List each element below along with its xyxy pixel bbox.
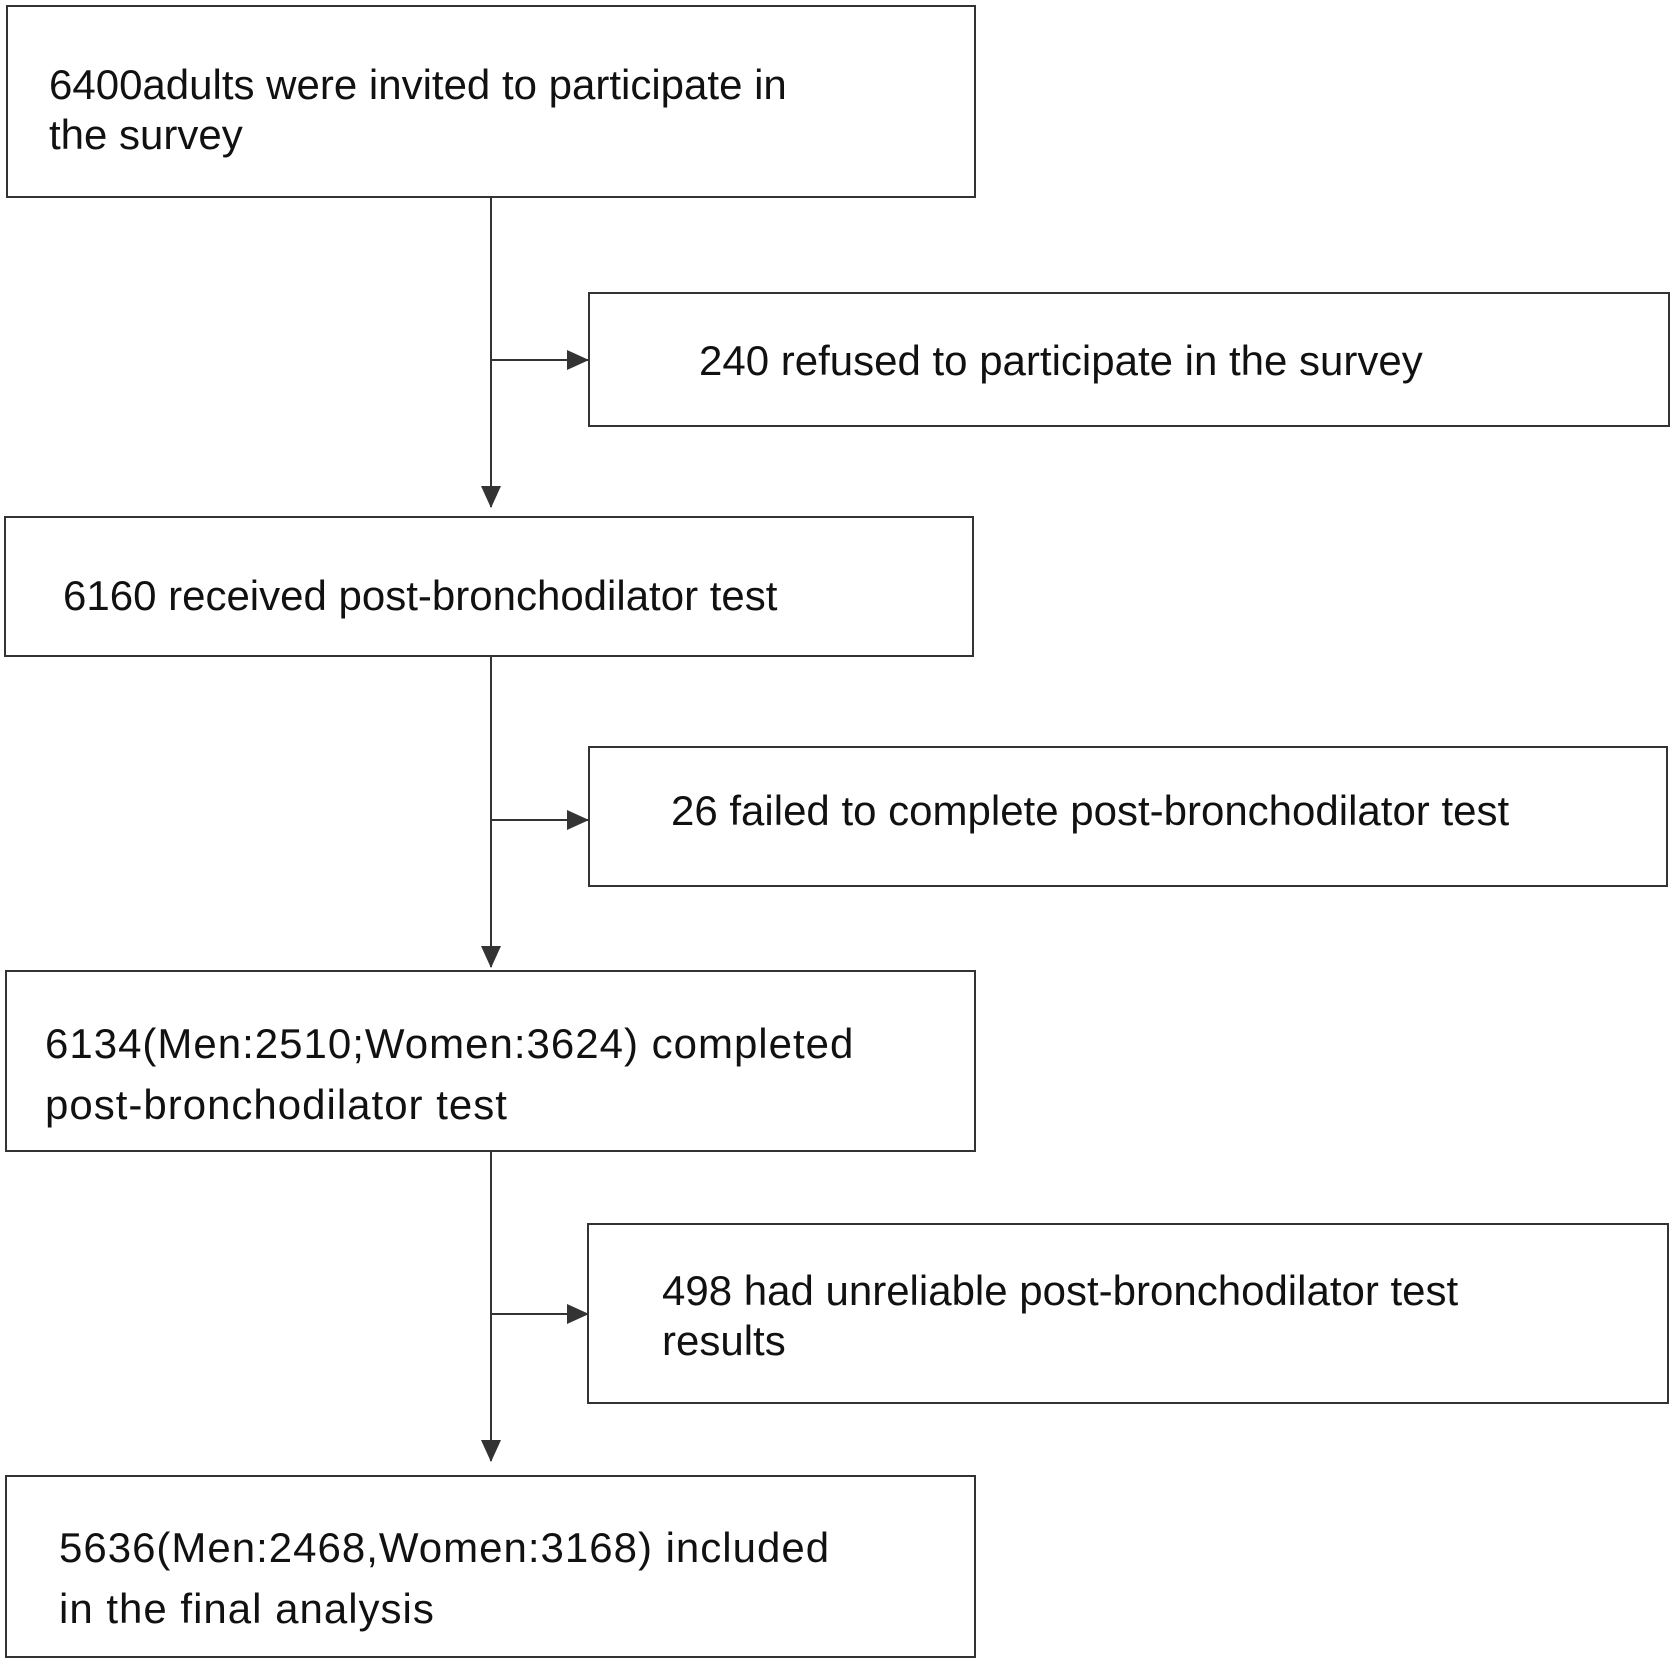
exclusion-text-failed: 26 failed to complete post-bronchodilato… bbox=[671, 787, 1510, 834]
exclusion-box-failed: 26 failed to complete post-bronchodilato… bbox=[588, 746, 1668, 887]
step-box-received-test: 6160 received post-bronchodilator test bbox=[4, 516, 974, 657]
step-box-completed-test: 6134(Men:2510;Women:3624) completed post… bbox=[5, 970, 976, 1152]
step-text-final-analysis: 5636(Men:2468,Women:3168) included in th… bbox=[59, 1524, 831, 1632]
exclusion-text-unreliable: 498 had unreliable post-bronchodilator t… bbox=[662, 1267, 1459, 1364]
step-text-invited: 6400adults were invited to participate i… bbox=[49, 61, 787, 158]
exclusion-box-refused: 240 refused to participate in the survey bbox=[588, 292, 1670, 427]
step-text-completed-test: 6134(Men:2510;Women:3624) completed post… bbox=[45, 1020, 855, 1128]
exclusion-box-unreliable: 498 had unreliable post-bronchodilator t… bbox=[587, 1223, 1669, 1404]
exclusion-text-refused: 240 refused to participate in the survey bbox=[699, 337, 1423, 384]
step-box-final-analysis: 5636(Men:2468,Women:3168) included in th… bbox=[5, 1475, 976, 1658]
step-text-received-test: 6160 received post-bronchodilator test bbox=[63, 572, 778, 619]
step-box-invited: 6400adults were invited to participate i… bbox=[6, 5, 976, 198]
